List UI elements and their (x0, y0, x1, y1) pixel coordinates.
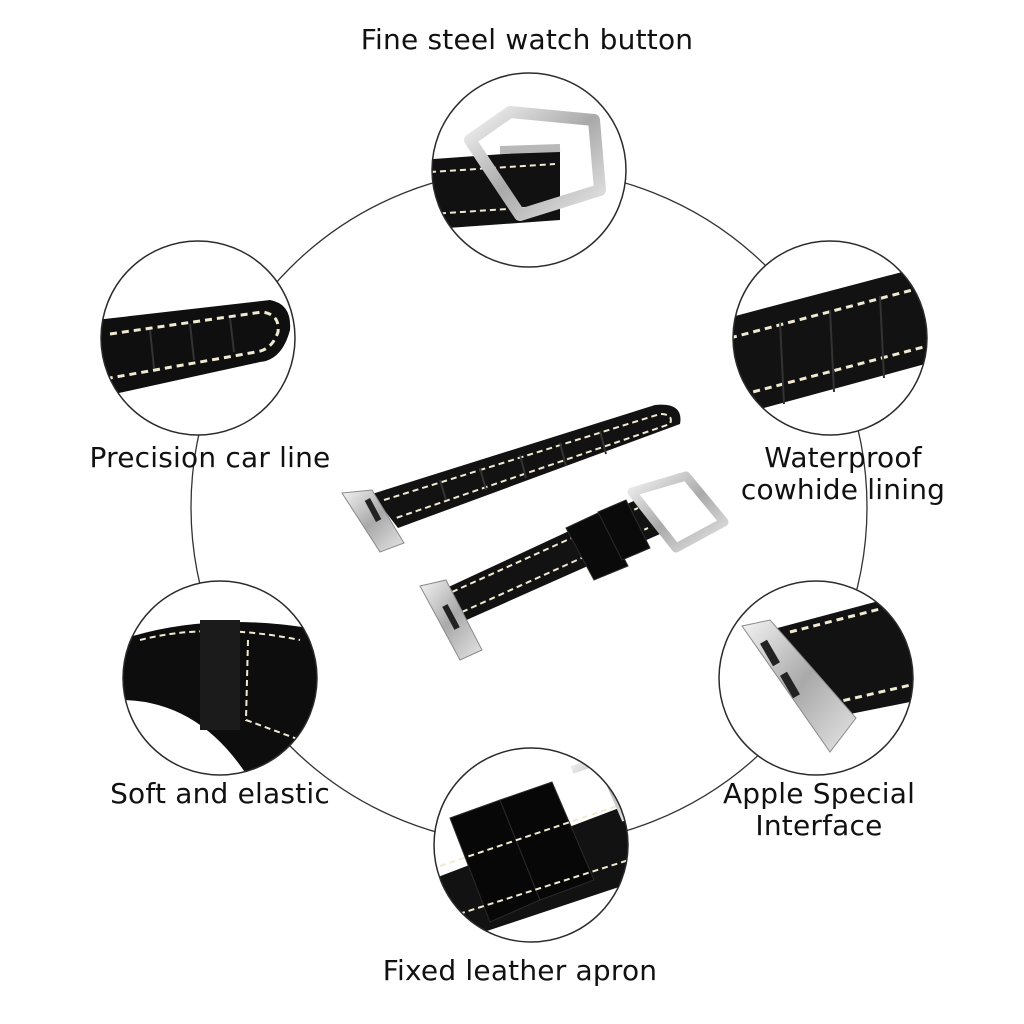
label-apple-interface-line1: Apple Special (722, 777, 916, 810)
label-fixed-apron-text: Fixed leather apron (382, 954, 658, 987)
detail-interface-circle (718, 580, 914, 776)
label-precision-car-line-text: Precision car line (89, 441, 331, 474)
strap-lower-band (419, 471, 729, 661)
detail-lining-circle (732, 240, 928, 436)
label-soft-elastic: Soft and elastic (70, 778, 370, 810)
label-waterproof-lining: Waterproof cowhide lining (718, 442, 968, 506)
label-soft-elastic-text: Soft and elastic (110, 777, 330, 810)
label-apple-interface-line2: Interface (755, 809, 883, 842)
label-waterproof-line1: Waterproof (764, 441, 922, 474)
label-fine-steel-button-text: Fine steel watch button (360, 23, 694, 56)
label-fixed-apron: Fixed leather apron (330, 955, 710, 987)
label-apple-interface: Apple Special Interface (694, 778, 944, 842)
label-fine-steel-button: Fine steel watch button (312, 24, 742, 56)
detail-soft-circle (122, 580, 318, 776)
strap-upper-band (341, 404, 681, 553)
detail-buckle-circle (431, 72, 627, 268)
label-waterproof-line2: cowhide lining (740, 473, 946, 506)
detail-stitching-circle (100, 240, 296, 436)
label-precision-car-line: Precision car line (60, 442, 360, 474)
detail-apron-circle (433, 747, 629, 943)
